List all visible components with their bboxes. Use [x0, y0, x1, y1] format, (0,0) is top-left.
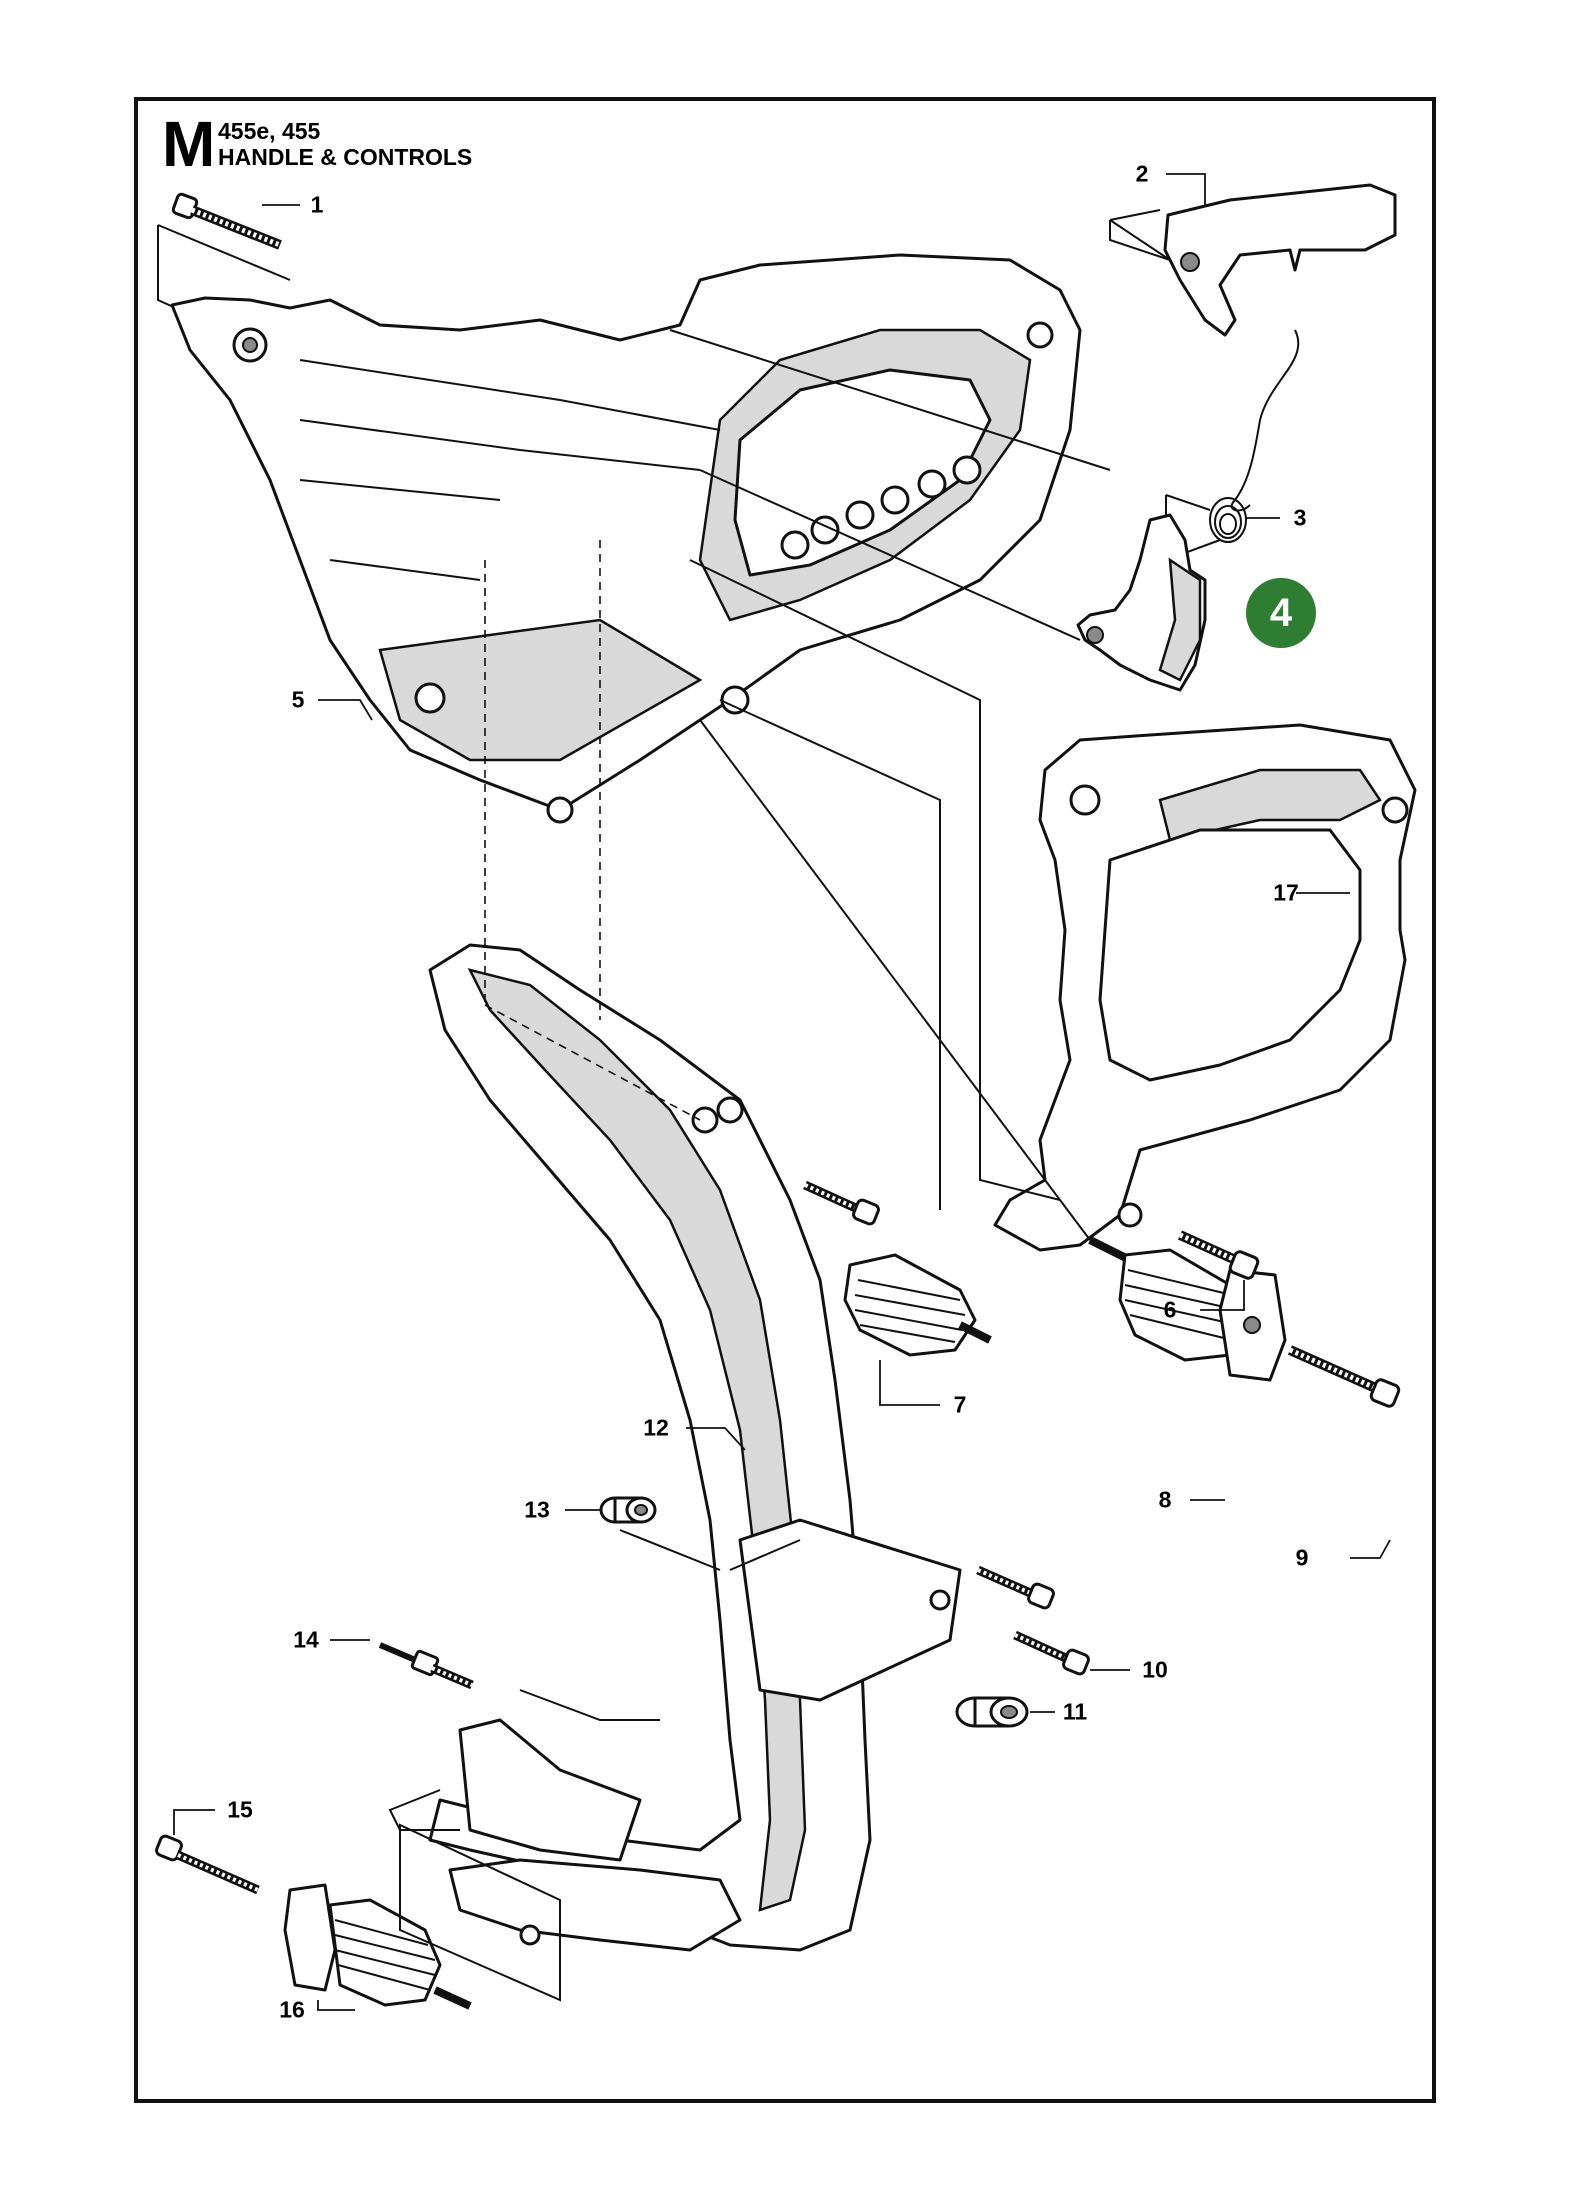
callout-3[interactable]: 3 [1293, 504, 1307, 531]
part-3-spring[interactable] [1209, 329, 1300, 543]
part-1-screw[interactable] [171, 192, 282, 250]
callout-17[interactable]: 17 [1273, 879, 1299, 906]
leader-lines [262, 173, 1391, 1559]
callout-9[interactable]: 9 [1295, 1544, 1309, 1571]
part-16-bracket [399, 1823, 561, 2002]
diagram-frame [134, 97, 1436, 2103]
part-11-bushing[interactable] [955, 1696, 1029, 1728]
callout-8[interactable]: 8 [1158, 1486, 1172, 1513]
callout-2[interactable]: 2 [1135, 160, 1149, 187]
alignment-lines [484, 329, 1111, 1721]
section-letter: M [162, 108, 215, 180]
callout-16[interactable]: 16 [279, 1996, 305, 2023]
callout-5[interactable]: 5 [291, 686, 305, 713]
part-8-damper[interactable] [1088, 1236, 1287, 1382]
part-16-damper[interactable] [283, 1883, 472, 2010]
part-6-screw[interactable] [1177, 1230, 1260, 1280]
callout-6[interactable]: 6 [1163, 1296, 1177, 1323]
callout-10[interactable]: 10 [1142, 1656, 1168, 1683]
part-2-bracket [1109, 209, 1171, 261]
part-7-damper[interactable] [843, 1253, 992, 1357]
callout-1[interactable]: 1 [310, 191, 324, 218]
callout-11[interactable]: 11 [1062, 1698, 1088, 1725]
part-13-bushing[interactable] [599, 1496, 657, 1524]
highlighted-part-badge[interactable]: 4 [1246, 578, 1316, 648]
part-12-front-handle[interactable] [388, 943, 962, 1952]
part-9-screw[interactable] [1287, 1345, 1401, 1408]
callout-7[interactable]: 7 [953, 1391, 967, 1418]
callout-15[interactable]: 15 [227, 1796, 253, 1823]
page-title: HANDLE & CONTROLS [218, 144, 473, 170]
part-10-screws[interactable] [976, 1565, 1090, 1676]
callout-13[interactable]: 13 [524, 1496, 550, 1523]
callout-12[interactable]: 12 [643, 1414, 669, 1441]
part-4-throttle-trigger[interactable] [1076, 513, 1207, 692]
part-2-throttle-lockout[interactable] [1163, 183, 1397, 337]
callout-14[interactable]: 14 [293, 1626, 319, 1653]
part-14-stud[interactable] [378, 1642, 474, 1690]
model-numbers: 455e, 455 [218, 118, 321, 144]
part-15-screw[interactable] [155, 1834, 260, 1895]
part-5-rear-handle-housing[interactable] [170, 253, 1082, 824]
part-17-handle-cover[interactable] [993, 723, 1417, 1252]
handle-screw[interactable] [803, 1180, 880, 1226]
